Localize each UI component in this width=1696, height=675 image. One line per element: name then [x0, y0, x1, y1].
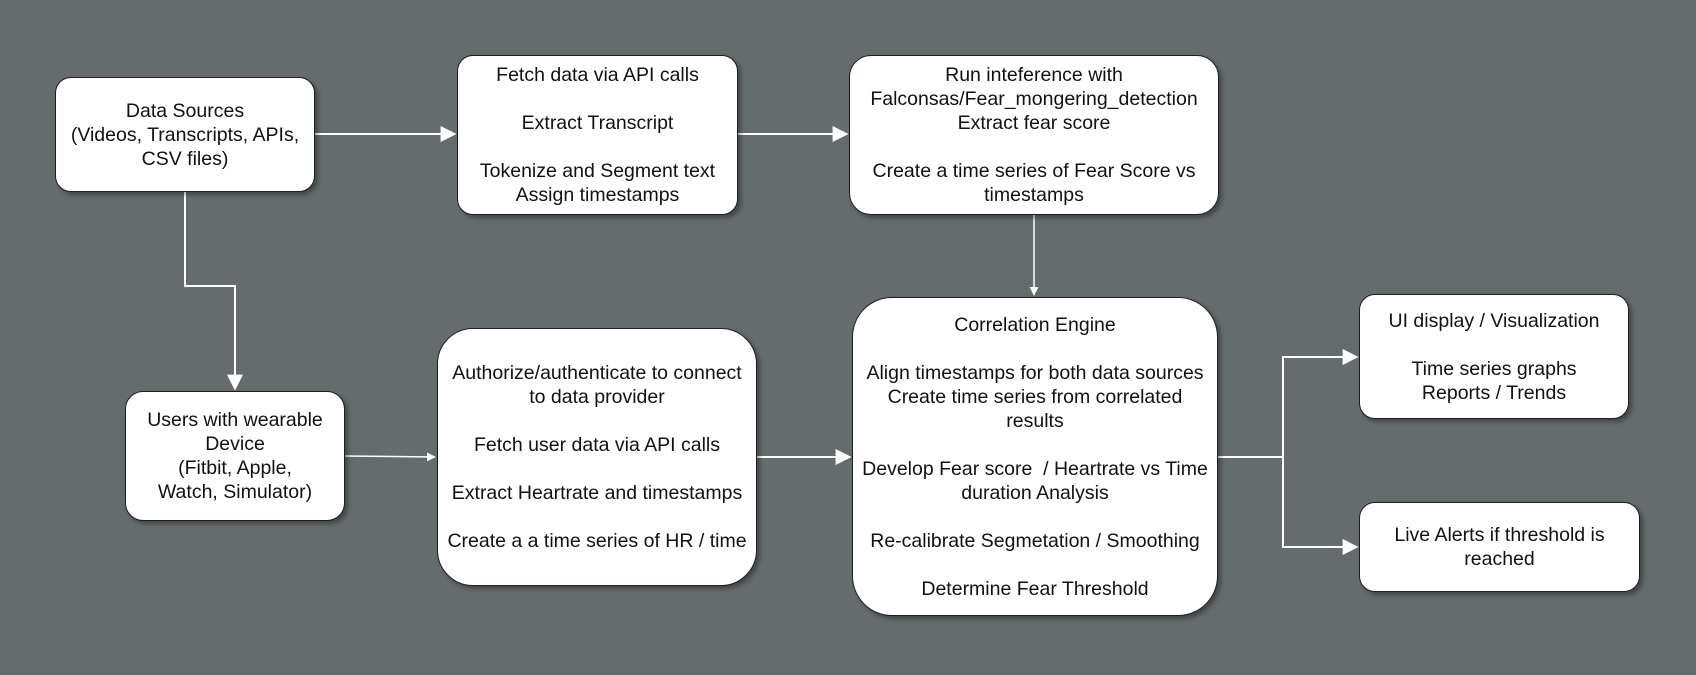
node-text-line: CSV files) — [141, 147, 229, 170]
edge-correlation-engine-to-live-alerts — [1282, 457, 1359, 555]
edge-wearable-users-to-heartrate — [344, 452, 436, 462]
node-text-line: Tokenize and Segment text — [479, 160, 716, 182]
node-text-line: Determine Fear Threshold — [921, 577, 1149, 600]
node-text-line: Live Alerts if threshold is — [1394, 524, 1605, 546]
edge-correlation-engine-to-ui-display — [1218, 349, 1359, 458]
node-text-line: Users with wearable — [147, 409, 323, 431]
node-text-line: timestamps — [984, 184, 1084, 206]
node-text-line: Data Sources — [125, 99, 245, 122]
node-text-line: Create a time series of Fear Score vs — [872, 160, 1196, 182]
node-text-line: Fetch data via API calls — [496, 64, 699, 86]
node-text-line: Assign timestamps — [515, 184, 680, 206]
node-text-line: results — [1006, 409, 1064, 432]
node-text-line: Run inteference with — [945, 64, 1123, 86]
node-text-line: Correlation Engine — [954, 313, 1116, 336]
node-text-line: Extract Heartrate and timestamps — [451, 482, 743, 504]
node-text-line: Fetch user data via API calls — [473, 434, 721, 456]
node-text-line: Reports / Trends — [1421, 381, 1567, 404]
node-text-line: Extract fear score — [957, 112, 1111, 134]
node-text-line: Authorize/authenticate to connect — [452, 362, 742, 384]
node-text-line: Extract Transcript — [521, 112, 674, 134]
node-text-line: Create a a time series of HR / time — [447, 530, 747, 552]
node-text-line: Re-calibrate Segmetation / Smoothing — [870, 529, 1200, 552]
edge-data-sources-to-wearable-users — [184, 192, 243, 391]
data-sources-node: Data Sources(Videos, Transcripts, APIs,C… — [55, 77, 315, 192]
node-text-line: (Fitbit, Apple, — [178, 457, 292, 479]
node-text-line: Create time series from correlated — [887, 385, 1183, 408]
node-text-line: UI display / Visualization — [1388, 309, 1600, 332]
node-text-line: duration Analysis — [961, 481, 1109, 504]
node-text-line: to data provider — [529, 386, 665, 408]
node-text-line: Develop Fear score / Heartrate vs Time — [862, 457, 1208, 480]
node-text-line: Device — [205, 433, 265, 455]
node-text-line: Time series graphs — [1411, 357, 1577, 380]
node-text-line: (Videos, Transcripts, APIs, — [70, 123, 300, 146]
node-text-line: Watch, Simulator) — [157, 481, 313, 503]
node-text-line: Align timestamps for both data sources — [866, 361, 1204, 384]
node-text-line: Falconsas/Fear_mongering_detection — [870, 88, 1198, 110]
node-text-line: reached — [1464, 548, 1535, 570]
